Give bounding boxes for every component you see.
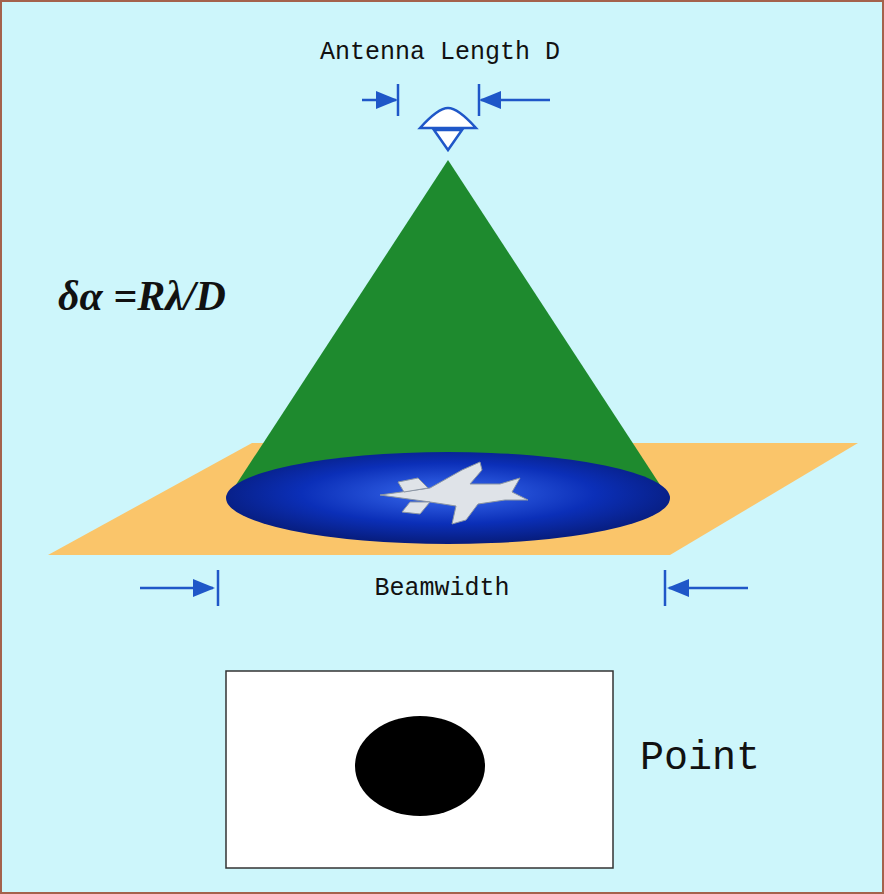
beam-cone (228, 160, 668, 497)
beam-footprint (226, 452, 670, 544)
antenna-label: Antenna Length D (320, 38, 560, 67)
aircraft (380, 462, 528, 524)
antenna-dish (420, 108, 476, 150)
beamwidth-dimension (140, 570, 748, 606)
point-blob (355, 716, 485, 816)
beamwidth-label: Beamwidth (374, 574, 509, 603)
point-label: Point (640, 736, 760, 781)
formula-label: δα =Rλ/D (58, 272, 226, 320)
ground-plane (48, 443, 858, 555)
image-frame (226, 671, 613, 868)
